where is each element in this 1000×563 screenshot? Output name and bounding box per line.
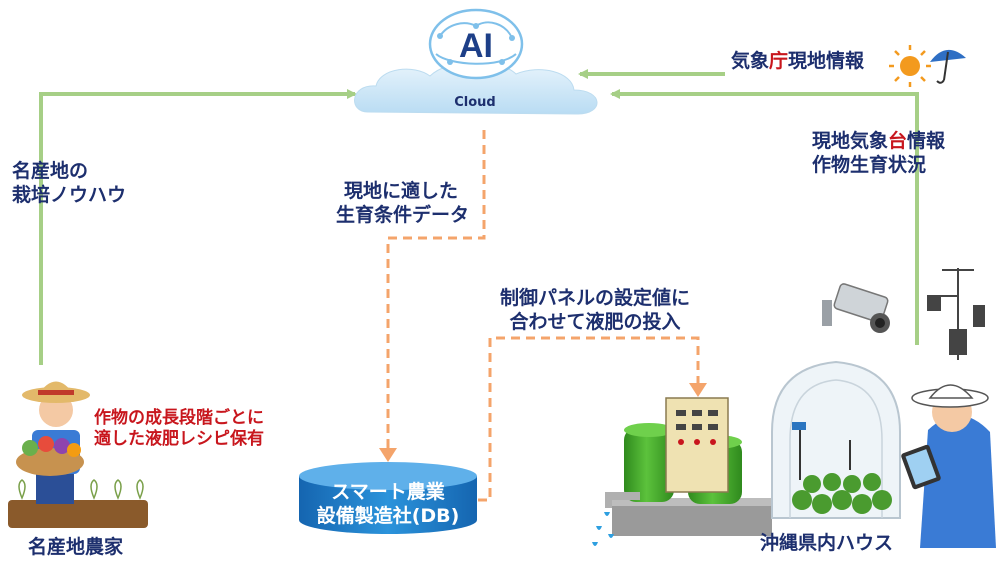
ai-brain-icon — [428, 8, 524, 80]
recipe-label: 作物の成長段階ごとに 適した液肥レシピ保有 — [94, 408, 264, 450]
database-cylinder — [299, 462, 477, 534]
greenhouse-illustration — [771, 360, 901, 519]
cloud-to-db-arrow — [386, 130, 486, 450]
local-station-to-cloud-arrow — [610, 89, 919, 345]
database-label: スマート農業 設備製造社(DB) — [316, 481, 460, 527]
tank-arrowhead — [689, 383, 707, 397]
weather-agency-highlight: 庁 — [769, 50, 789, 72]
farmer-caption: 名産地農家 — [28, 536, 124, 558]
cloud-label: Cloud — [454, 95, 496, 110]
knowhow-to-cloud-arrow — [39, 89, 357, 365]
umbrella-icon — [930, 49, 966, 84]
security-camera-icon — [822, 283, 890, 333]
weather-agency-label: 気象庁現地情報 — [731, 50, 865, 72]
woman-with-tablet — [901, 384, 996, 548]
db-arrowhead — [379, 448, 397, 462]
know-how-label: 名産地の 栽培ノウハウ — [12, 160, 127, 206]
local-station-line1: 現地気象台情報 — [812, 130, 946, 152]
db-to-tank-arrow — [478, 336, 700, 502]
orange-flow-lines — [386, 130, 700, 502]
house-caption: 沖縄県内ハウス — [760, 532, 894, 554]
sun-icon — [889, 45, 931, 87]
local-station-label: 現地気象台情報 作物生育状況 — [812, 130, 945, 178]
control-label: 制御パネルの設定値に 合わせて液肥の投入 — [500, 287, 691, 333]
ai-label: AI — [459, 27, 493, 65]
local-station-highlight: 台 — [888, 130, 908, 152]
green-flow-lines — [39, 69, 919, 365]
farmer-illustration — [8, 381, 148, 528]
local-station-line2: 作物生育状況 — [812, 153, 927, 176]
conditions-label: 現地に適した 生育条件データ — [336, 180, 470, 226]
fertilizer-tank-unit — [592, 397, 772, 546]
weather-station-icon — [927, 268, 985, 360]
